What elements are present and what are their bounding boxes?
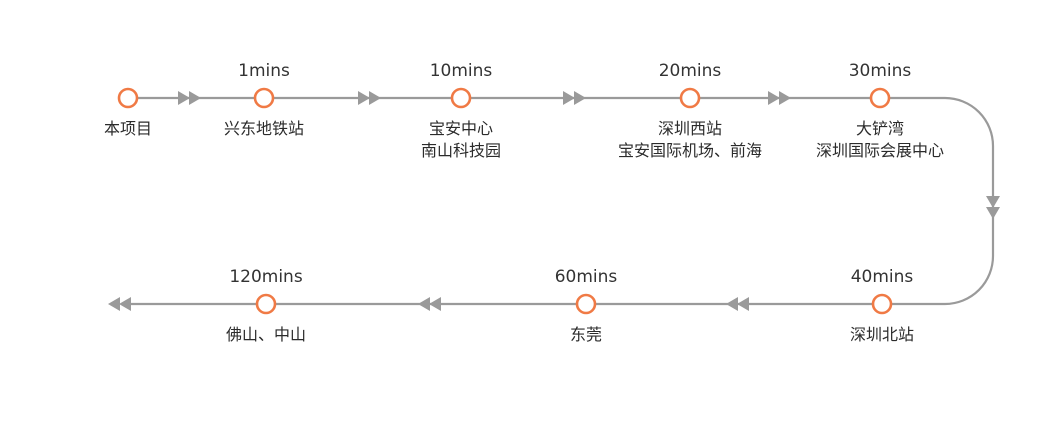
arrow-icon (358, 91, 381, 105)
station-name-line: 宝安国际机场、前海 (617, 141, 763, 160)
station-name-line: 深圳西站 (657, 119, 723, 138)
station-name-line: 大铲湾 (855, 119, 905, 138)
station-name-line: 宝安中心 (428, 119, 494, 138)
station-name-foshan-zhongshan: 佛山、中山 (226, 324, 306, 346)
arrow-chevron (726, 297, 738, 311)
arrow-icon (563, 91, 586, 105)
station-name-dongguan: 东莞 (570, 324, 602, 346)
station-time-dongguan: 60mins (554, 267, 618, 287)
station-name-line: 深圳北站 (849, 325, 915, 344)
station-dongguan-marker (575, 293, 597, 315)
station-foshan-zhongshan-marker (255, 293, 277, 315)
arrow-chevron (178, 91, 190, 105)
arrow-chevron (986, 207, 1000, 219)
arrow-chevron (108, 297, 120, 311)
station-shenzhen-north-marker (871, 293, 893, 315)
arrow-chevron (563, 91, 575, 105)
arrow-icon (108, 297, 131, 311)
station-time-shenzhen-west: 20mins (658, 61, 722, 81)
arrow-icon (178, 91, 201, 105)
arrow-chevron (418, 297, 430, 311)
station-xingdong-marker (253, 87, 275, 109)
arrow-chevron (768, 91, 780, 105)
arrow-chevron (779, 91, 791, 105)
arrow-chevron (119, 297, 131, 311)
arrow-icon (768, 91, 791, 105)
station-time-foshan-zhongshan: 120mins (229, 267, 303, 287)
station-name-dachanwan: 大铲湾深圳国际会展中心 (816, 118, 944, 162)
station-name-line: 深圳国际会展中心 (815, 141, 945, 160)
station-name-line: 兴东地铁站 (223, 119, 305, 138)
station-time-dachanwan: 30mins (848, 61, 912, 81)
arrow-icon (726, 297, 749, 311)
arrow-chevron (189, 91, 201, 105)
station-name-line: 南山科技园 (420, 141, 502, 160)
station-name-xingdong: 兴东地铁站 (224, 118, 304, 140)
station-baoan-center-marker (450, 87, 472, 109)
station-name-line: 佛山、中山 (225, 325, 307, 344)
arrow-icon (986, 196, 1000, 219)
station-name-baoan-center: 宝安中心南山科技园 (421, 118, 501, 162)
station-time-shenzhen-north: 40mins (850, 267, 914, 287)
arrow-chevron (574, 91, 586, 105)
station-name-line: 东莞 (569, 325, 603, 344)
station-time-baoan-center: 10mins (429, 61, 493, 81)
station-name-line: 本项目 (103, 119, 153, 138)
arrow-chevron (986, 196, 1000, 208)
station-dachanwan-marker (869, 87, 891, 109)
station-time-xingdong: 1mins (238, 61, 290, 81)
station-name-shenzhen-north: 深圳北站 (850, 324, 914, 346)
station-name-shenzhen-west: 深圳西站宝安国际机场、前海 (618, 118, 762, 162)
arrow-chevron (429, 297, 441, 311)
arrow-chevron (358, 91, 370, 105)
arrow-icon (418, 297, 441, 311)
arrow-chevron (369, 91, 381, 105)
arrow-chevron (737, 297, 749, 311)
station-name-origin: 本项目 (104, 118, 152, 140)
station-shenzhen-west-marker (679, 87, 701, 109)
station-origin-marker (117, 87, 139, 109)
